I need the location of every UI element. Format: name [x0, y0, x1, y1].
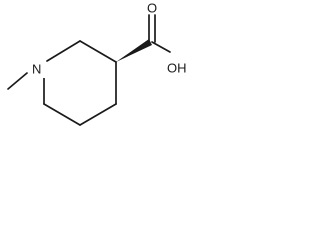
- wedge-bond-c3-carboxyl: [116, 39, 152, 62]
- bond-n-c2: [46, 40, 81, 62]
- atom-label-carbonyl-oxygen: O: [147, 1, 157, 16]
- bond-c4-c5: [79, 103, 117, 126]
- bond-c5-c6: [43, 103, 81, 126]
- bond-methyl-n: [7, 72, 28, 90]
- bond-c2-c3: [79, 40, 117, 63]
- atom-label-hydroxyl: OH: [167, 61, 187, 76]
- bond-c-oh: [151, 41, 171, 53]
- molecule-structure: N O OH: [7, 1, 187, 126]
- atom-label-nitrogen: N: [32, 62, 41, 77]
